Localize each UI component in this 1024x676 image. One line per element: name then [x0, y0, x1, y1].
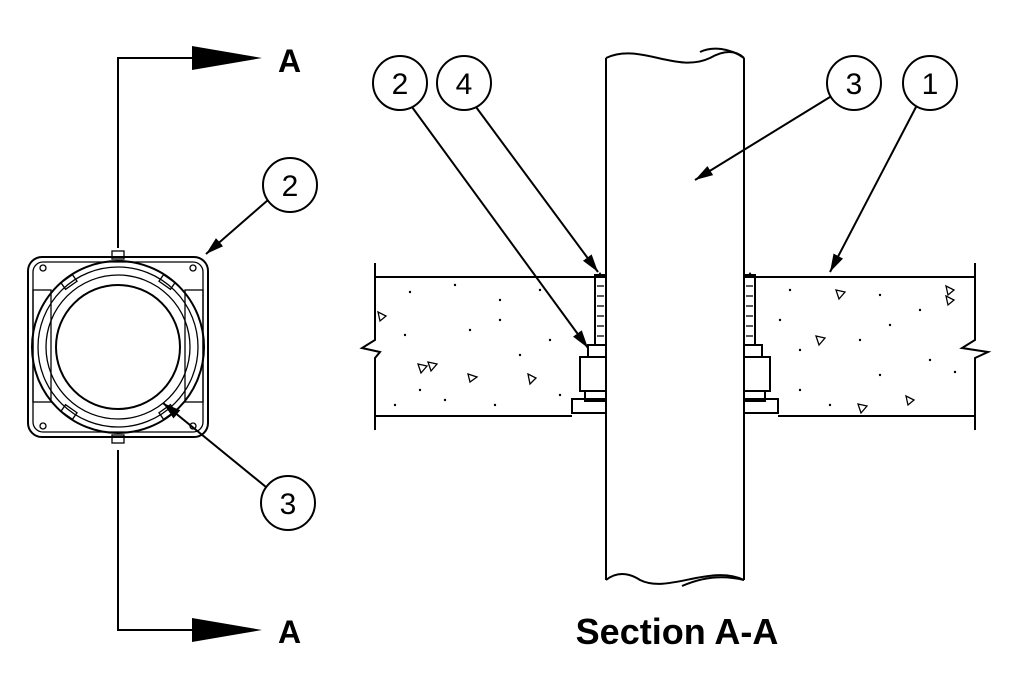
- plan-callout-3: 3: [162, 402, 316, 531]
- plan-callout-2: 2: [205, 157, 318, 255]
- section-callout-4: 4: [436, 55, 599, 273]
- plan-view: A A: [27, 43, 318, 650]
- plan-callout-3-number: 3: [280, 488, 297, 521]
- section-title: Section A-A: [576, 611, 779, 652]
- section-callout-4-number: 4: [456, 68, 473, 101]
- collar-right: [743, 272, 779, 414]
- section-callout-1-number: 1: [922, 68, 939, 101]
- section-callout-2: 2: [372, 55, 589, 349]
- leader-line: [162, 402, 267, 488]
- section-view: 2 4 3 1 Section A-A: [359, 47, 992, 652]
- collar-left: [571, 272, 607, 414]
- section-letter-top: A: [278, 43, 301, 79]
- section-callout-2-number: 2: [392, 68, 409, 101]
- section-letter-bottom: A: [278, 614, 301, 650]
- concrete-slab: [359, 263, 992, 430]
- leader-line: [205, 199, 269, 255]
- section-callout-1: 1: [829, 55, 958, 273]
- firestop-collar-plan: [27, 250, 209, 444]
- section-arrow-bottom-icon: [192, 618, 262, 642]
- leader-line: [694, 96, 831, 181]
- section-callout-3-number: 3: [846, 68, 863, 101]
- leader-line: [829, 106, 917, 273]
- leader-line: [411, 106, 589, 349]
- plan-callout-2-number: 2: [282, 170, 299, 203]
- pipe: [605, 47, 745, 587]
- section-arrow-top-icon: [192, 46, 262, 70]
- section-cut-line: A A: [117, 43, 301, 650]
- leader-line: [475, 106, 599, 273]
- section-callout-3: 3: [694, 55, 882, 181]
